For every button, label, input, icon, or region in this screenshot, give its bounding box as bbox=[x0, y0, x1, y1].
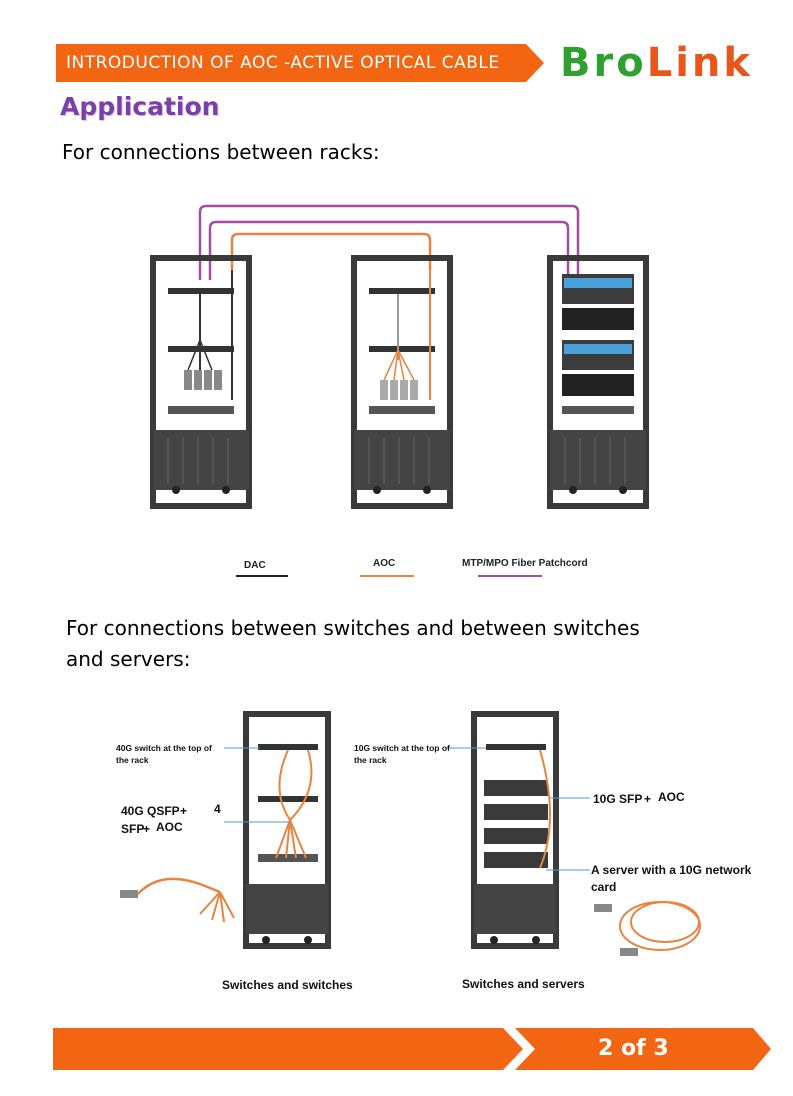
legend-mtp-label: MTP/MPO Fiber Patchcord bbox=[462, 558, 588, 569]
label-aoc-left: AOC bbox=[156, 820, 183, 834]
label-40g-qsfp: 40G QSFP bbox=[121, 804, 180, 818]
legend-dac-label: DAC bbox=[244, 560, 266, 571]
label-sfp: SFP bbox=[121, 822, 145, 836]
rack-2 bbox=[351, 255, 453, 509]
logo-link: Link bbox=[646, 40, 753, 86]
brolink-logo: BroLink bbox=[560, 40, 753, 86]
racks-figure bbox=[150, 204, 649, 509]
page-current: 2 bbox=[598, 1036, 614, 1061]
page-of: of bbox=[620, 1036, 646, 1061]
heading-switches-line2: and servers: bbox=[66, 647, 191, 671]
label-plus-1: + bbox=[180, 804, 188, 818]
heading-racks: For connections between racks: bbox=[62, 140, 380, 164]
label-server-10g: A server with a 10G network card bbox=[591, 863, 752, 894]
mtp-cable-1 bbox=[198, 204, 580, 280]
label-40g-switch: 40G switch at the top of the rack bbox=[116, 743, 212, 765]
label-plus-2: + bbox=[143, 822, 151, 836]
label-10g-sfp: 10G SFP bbox=[593, 792, 643, 806]
header-banner: INTRODUCTION OF AOC -ACTIVE OPTICAL CABL… bbox=[56, 44, 544, 82]
mtp-cable-2 bbox=[208, 220, 570, 280]
caption-switches-and-switches: Switches and switches bbox=[222, 978, 353, 992]
legend-mtp-line bbox=[478, 575, 542, 577]
aoc-cable-top bbox=[230, 232, 432, 270]
page-total: 3 bbox=[653, 1036, 669, 1061]
label-10g-switch: 10G switch at the top of the rack bbox=[354, 743, 450, 765]
legend-aoc-line bbox=[360, 575, 414, 577]
caption-switches-and-servers: Switches and servers bbox=[462, 977, 585, 991]
rack-left bbox=[243, 711, 331, 949]
switches-figure bbox=[120, 711, 701, 956]
breakout-cable-image bbox=[120, 877, 235, 923]
footer-bar bbox=[53, 1028, 771, 1070]
header-title: INTRODUCTION OF AOC -ACTIVE OPTICAL CABL… bbox=[66, 53, 500, 73]
aoc-cable-image bbox=[594, 901, 701, 956]
label-plus-right: + bbox=[644, 792, 652, 806]
section-title: Application bbox=[60, 92, 220, 121]
heading-switches-line1: For connections between switches and bet… bbox=[66, 616, 640, 640]
label-four: 4 bbox=[214, 802, 221, 816]
logo-bro: Bro bbox=[560, 40, 647, 86]
legend-dac-line bbox=[236, 575, 288, 577]
heading-switches: For connections between switches and bet… bbox=[66, 613, 666, 675]
page-number: 2 of 3 bbox=[598, 1036, 669, 1061]
banner-shape bbox=[56, 44, 544, 82]
label-aoc-right: AOC bbox=[658, 790, 685, 804]
rack-1 bbox=[150, 255, 252, 509]
legend-aoc-label: AOC bbox=[373, 558, 396, 569]
rack-right bbox=[471, 711, 559, 949]
rack-3 bbox=[547, 255, 649, 509]
